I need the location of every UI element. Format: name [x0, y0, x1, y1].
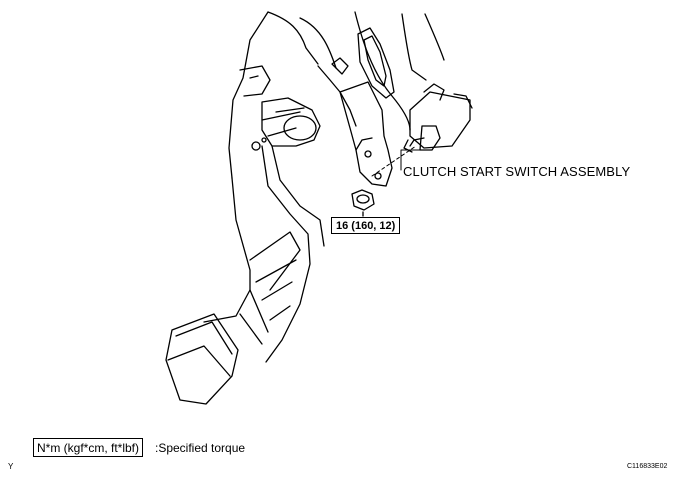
corner-marker: Y — [8, 462, 14, 471]
pivot-spring-assembly — [251, 97, 321, 151]
legend-description: :Specified torque — [155, 441, 246, 455]
switch-mounting-plate — [339, 81, 393, 187]
part-leader-line — [400, 149, 431, 171]
pedal-pad — [165, 313, 239, 405]
torque-value-box: 16 (160, 12) — [331, 217, 401, 234]
alignment-dashed-line — [371, 145, 417, 177]
figure-code: C116833E02 — [627, 463, 668, 470]
mounting-nut — [351, 189, 375, 217]
torque-unit-box: N*m (kgf*cm, ft*lbf) — [33, 438, 144, 457]
clutch-start-switch — [403, 83, 473, 153]
part-label: CLUTCH START SWITCH ASSEMBLY — [403, 164, 631, 179]
pedal-lever-arm — [203, 145, 325, 363]
pedal-support-bracket — [228, 11, 445, 179]
